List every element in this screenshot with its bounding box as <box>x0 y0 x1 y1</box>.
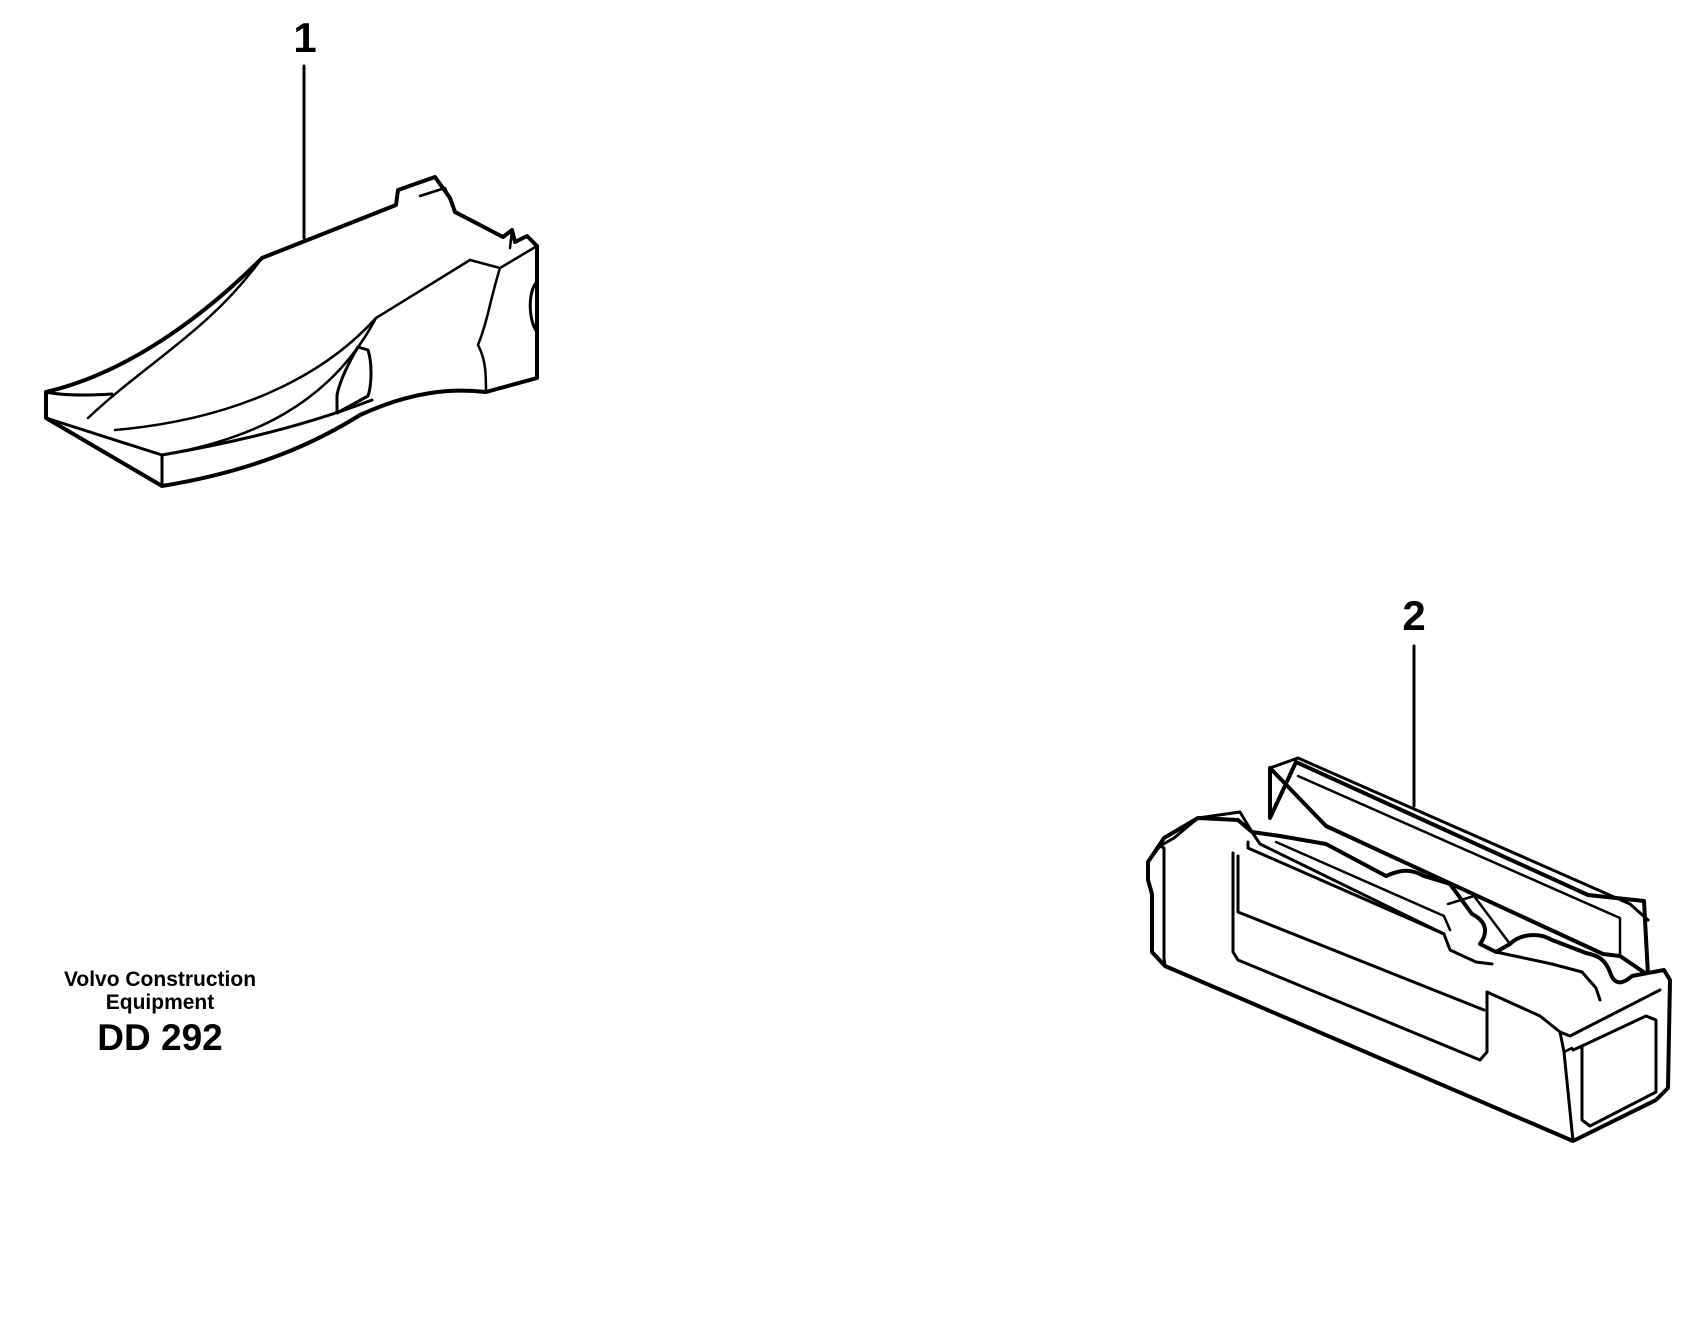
diagram-code: DD 292 <box>97 1017 223 1058</box>
callout-2-label: 2 <box>1402 592 1425 639</box>
bucket-tooth-icon <box>44 175 539 488</box>
tooth-adapter-icon <box>1146 756 1672 1143</box>
brand-line-1: Volvo Construction <box>63 968 257 991</box>
brand-line-2: Equipment <box>105 991 215 1014</box>
callout-1-label: 1 <box>293 14 316 61</box>
part-1-bucket-tooth: 1 <box>44 14 539 488</box>
manufacturer-credit: Volvo Construction Equipment DD 292 <box>40 968 280 1060</box>
part-2-adapter: 2 <box>1146 592 1672 1143</box>
